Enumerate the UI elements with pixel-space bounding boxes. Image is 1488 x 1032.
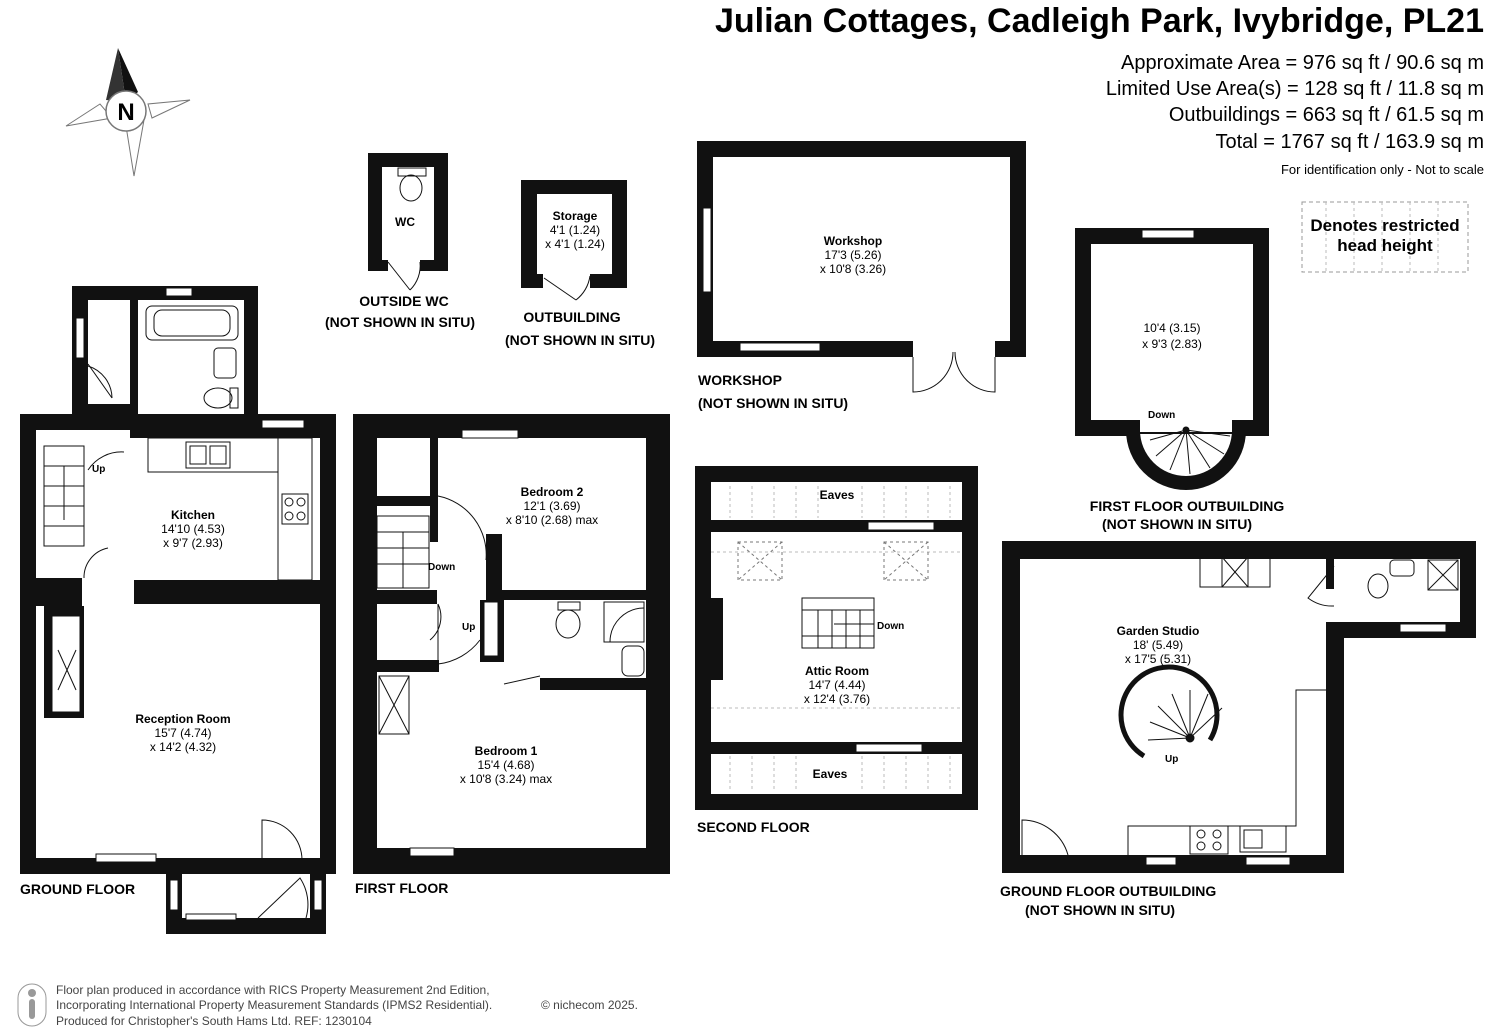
- footer-line-2: Incorporating International Property Mea…: [56, 998, 492, 1012]
- gf-outbuilding-label-1: GROUND FLOOR OUTBUILDING: [1000, 883, 1216, 899]
- kitchen-name: Kitchen: [171, 508, 215, 522]
- first-stairs-up: Up: [462, 622, 475, 633]
- ground-floor-plan: [20, 286, 336, 934]
- ground-floor-label: GROUND FLOOR: [20, 881, 135, 897]
- workshop-label-1: WORKSHOP: [698, 372, 782, 388]
- legend-line-2: head height: [1337, 236, 1433, 255]
- bedroom2-dim-1: 12'1 (3.69): [524, 499, 581, 513]
- storage-dim-1: 4'1 (1.24): [550, 223, 600, 237]
- workshop-plan: [697, 141, 1026, 393]
- storage-outbuilding-plan: [521, 180, 627, 301]
- area-outbuildings: Outbuildings = 663 sq ft / 61.5 sq m: [1169, 104, 1484, 126]
- second-floor-plan: [695, 466, 978, 810]
- ff-outbuilding-stairs-down: Down: [1148, 410, 1175, 421]
- ff-outbuilding-dim-2: x 9'3 (2.83): [1142, 337, 1202, 351]
- bedroom1-dim-1: 15'4 (4.68): [478, 758, 535, 772]
- gf-outbuilding-label-2: (NOT SHOWN IN SITU): [1025, 902, 1175, 918]
- garden-studio-dim-2: x 17'5 (5.31): [1125, 652, 1191, 666]
- attic-stairs-down: Down: [877, 621, 904, 632]
- first-stairs-down: Down: [428, 562, 455, 573]
- compass-icon: N: [65, 48, 191, 177]
- restricted-height-legend: Denotes restricted head height: [1301, 201, 1469, 273]
- outside-wc-label-1: OUTSIDE WC: [359, 293, 448, 309]
- bedroom1-dim-2: x 10'8 (3.24) max: [460, 772, 552, 786]
- footer-line-1: Floor plan produced in accordance with R…: [56, 983, 490, 997]
- reception-name: Reception Room: [135, 712, 230, 726]
- second-floor-label: SECOND FLOOR: [697, 819, 810, 835]
- workshop-dim-1: 17'3 (5.26): [825, 248, 882, 262]
- ground-stairs-up: Up: [92, 464, 105, 475]
- footer-line-3: Produced for Christopher's South Hams Lt…: [56, 1014, 372, 1028]
- attic-name: Attic Room: [805, 664, 869, 678]
- bedroom2-dim-2: x 8'10 (2.68) max: [506, 513, 598, 527]
- ff-outbuilding-label-2: (NOT SHOWN IN SITU): [1102, 516, 1252, 532]
- kitchen-dim-1: 14'10 (4.53): [161, 522, 225, 536]
- reception-dim-1: 15'7 (4.74): [155, 726, 212, 740]
- studio-stairs-up: Up: [1165, 754, 1178, 765]
- garden-studio-plan: [1002, 541, 1476, 873]
- ff-outbuilding-label-1: FIRST FLOOR OUTBUILDING: [1090, 498, 1285, 514]
- first-floor-plan: [353, 414, 670, 874]
- workshop-label-2: (NOT SHOWN IN SITU): [698, 395, 848, 411]
- attic-dim-1: 14'7 (4.44): [809, 678, 866, 692]
- workshop-dim-2: x 10'8 (3.26): [820, 262, 886, 276]
- eaves-bottom-label: Eaves: [813, 767, 848, 781]
- garden-studio-name: Garden Studio: [1117, 624, 1200, 638]
- footer-copyright: © nichecom 2025.: [541, 998, 638, 1012]
- page-title: Julian Cottages, Cadleigh Park, Ivybridg…: [715, 2, 1484, 40]
- reception-dim-2: x 14'2 (4.32): [150, 740, 216, 754]
- outside-wc-label-2: (NOT SHOWN IN SITU): [325, 314, 475, 330]
- outside-wc-plan: [368, 153, 448, 291]
- area-total: Total = 1767 sq ft / 163.9 sq m: [1216, 131, 1485, 153]
- eaves-top-label: Eaves: [820, 488, 855, 502]
- area-limited-use: Limited Use Area(s) = 128 sq ft / 11.8 s…: [1106, 78, 1484, 100]
- attic-dim-2: x 12'4 (3.76): [804, 692, 870, 706]
- ff-outbuilding-dim-1: 10'4 (3.15): [1144, 321, 1201, 335]
- garden-studio-dim-1: 18' (5.49): [1133, 638, 1183, 652]
- storage-dim-2: x 4'1 (1.24): [545, 237, 605, 251]
- workshop-name: Workshop: [824, 234, 882, 248]
- legend-line-1: Denotes restricted: [1310, 216, 1459, 235]
- outbuilding-label-1: OUTBUILDING: [523, 309, 620, 325]
- outbuilding-label-2: (NOT SHOWN IN SITU): [505, 332, 655, 348]
- first-floor-label: FIRST FLOOR: [355, 880, 448, 896]
- first-floor-outbuilding-plan: [1075, 228, 1269, 490]
- wc-name: WC: [395, 215, 415, 229]
- bedroom2-name: Bedroom 2: [521, 485, 584, 499]
- scale-note: For identification only - Not to scale: [1281, 162, 1484, 177]
- area-approximate: Approximate Area = 976 sq ft / 90.6 sq m: [1121, 52, 1484, 74]
- compass-north-label: N: [117, 99, 134, 126]
- footer-person-icon: [17, 983, 47, 1027]
- bedroom1-name: Bedroom 1: [475, 744, 538, 758]
- kitchen-dim-2: x 9'7 (2.93): [163, 536, 223, 550]
- storage-name: Storage: [553, 209, 598, 223]
